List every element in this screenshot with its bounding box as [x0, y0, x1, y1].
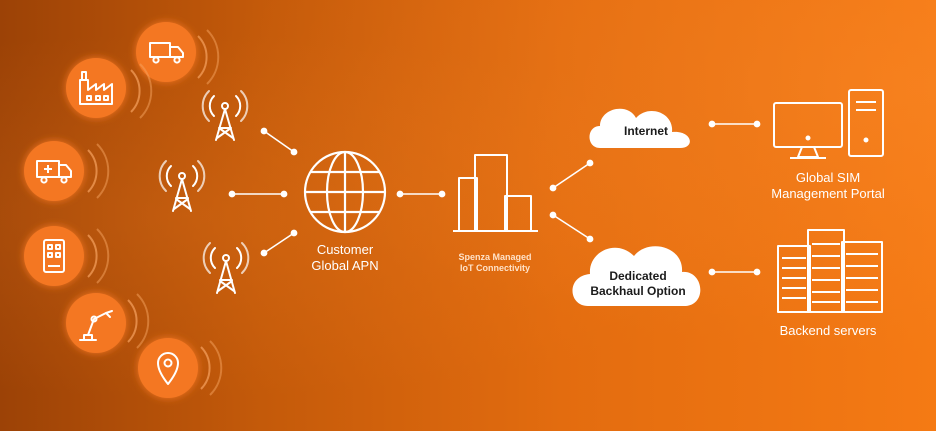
factory-icon: [79, 71, 113, 105]
location-pin-icon: [157, 352, 179, 385]
cell-tower-icon: [201, 90, 249, 141]
cell-tower-icon: [158, 160, 206, 212]
tower-bottom: [202, 242, 250, 294]
device-ambulance: [24, 141, 110, 201]
portal-label: Global SIM Management Portal: [771, 170, 885, 202]
ambulance-icon: [36, 160, 72, 184]
customer-apn-label: Customer Global APN: [311, 242, 379, 274]
internet-cloud: [589, 108, 690, 148]
connectors: [228, 120, 761, 276]
device-smart-meter: [24, 226, 110, 286]
server-rack-icon: [777, 229, 883, 313]
device-truck: [136, 22, 220, 85]
backend-servers-label: Backend servers: [779, 323, 877, 338]
managed-connectivity-label: Spenza Managed IoT Connectivity: [458, 252, 532, 274]
globe-icon: [303, 150, 387, 234]
computer-icon: [773, 89, 884, 159]
backhaul-label: Dedicated Backhaul Option: [590, 269, 686, 298]
tower-top: [201, 90, 249, 141]
tower-middle: [158, 160, 206, 212]
buildings-icon: [453, 154, 538, 232]
internet-label: Internet: [623, 124, 668, 138]
cell-tower-icon: [202, 242, 250, 294]
device-robot-arm: [66, 293, 150, 353]
truck-icon: [149, 42, 184, 64]
smart-meter-icon: [43, 239, 65, 273]
device-location: [138, 338, 223, 398]
device-factory: [66, 58, 153, 119]
robot-arm-icon: [79, 310, 113, 341]
backhaul-cloud: [572, 246, 701, 306]
